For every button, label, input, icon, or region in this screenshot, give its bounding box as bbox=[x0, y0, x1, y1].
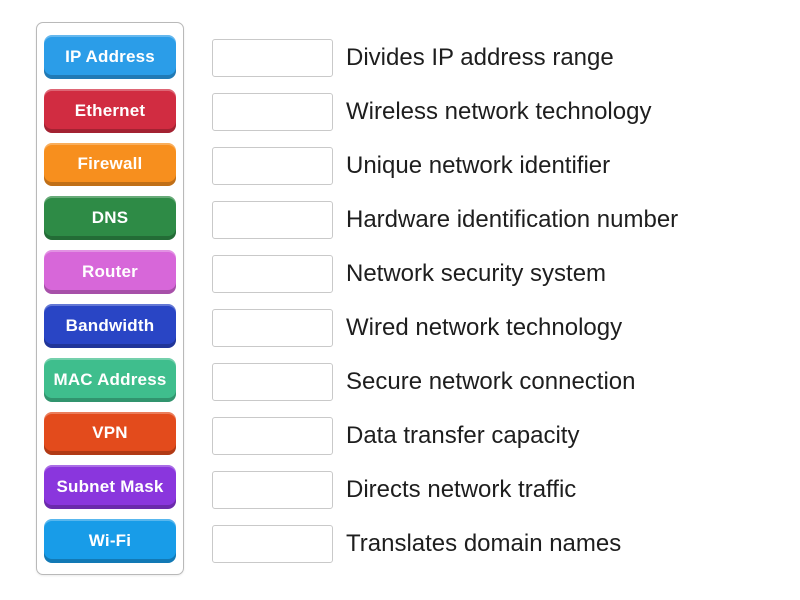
term-tile-wifi[interactable]: Wi-Fi bbox=[44, 519, 176, 563]
terms-panel: IP Address Ethernet Firewall DNS Router … bbox=[36, 22, 184, 575]
definition-text: Secure network connection bbox=[346, 368, 636, 395]
term-tile-mac-address[interactable]: MAC Address bbox=[44, 357, 176, 402]
term-tile-ethernet[interactable]: Ethernet bbox=[44, 88, 176, 133]
match-row: Wired network technology bbox=[212, 309, 678, 347]
match-row: Translates domain names bbox=[212, 525, 678, 563]
term-tile-dns[interactable]: DNS bbox=[44, 196, 176, 241]
definitions-list: Divides IP address range Wireless networ… bbox=[212, 39, 678, 563]
drop-zone-6[interactable] bbox=[212, 309, 333, 347]
term-tile-firewall[interactable]: Firewall bbox=[44, 142, 176, 187]
definition-text: Directs network traffic bbox=[346, 476, 577, 503]
match-row: Data transfer capacity bbox=[212, 417, 678, 455]
definition-text: Divides IP address range bbox=[346, 44, 614, 71]
match-row: Wireless network technology bbox=[212, 93, 678, 131]
drop-zone-8[interactable] bbox=[212, 417, 333, 455]
drop-zone-5[interactable] bbox=[212, 255, 333, 293]
term-tile-bandwidth[interactable]: Bandwidth bbox=[44, 303, 176, 348]
drop-zone-3[interactable] bbox=[212, 147, 333, 185]
definition-text: Unique network identifier bbox=[346, 152, 611, 179]
drop-zone-2[interactable] bbox=[212, 93, 333, 131]
term-tile-subnet-mask[interactable]: Subnet Mask bbox=[44, 465, 176, 510]
match-row: Directs network traffic bbox=[212, 471, 678, 509]
drop-zone-1[interactable] bbox=[212, 39, 333, 77]
match-row: Secure network connection bbox=[212, 363, 678, 401]
term-tile-router[interactable]: Router bbox=[44, 250, 176, 294]
term-tile-ip-address[interactable]: IP Address bbox=[44, 35, 176, 79]
definition-text: Data transfer capacity bbox=[346, 422, 580, 449]
drop-zone-10[interactable] bbox=[212, 525, 333, 563]
definition-text: Wireless network technology bbox=[346, 98, 652, 125]
definition-text: Wired network technology bbox=[346, 314, 623, 341]
definition-text: Network security system bbox=[346, 260, 607, 287]
definition-text: Translates domain names bbox=[346, 530, 622, 557]
match-row: Unique network identifier bbox=[212, 147, 678, 185]
match-row: Divides IP address range bbox=[212, 39, 678, 77]
match-row: Hardware identification number bbox=[212, 201, 678, 239]
drop-zone-7[interactable] bbox=[212, 363, 333, 401]
definition-text: Hardware identification number bbox=[346, 206, 679, 233]
drop-zone-4[interactable] bbox=[212, 201, 333, 239]
match-row: Network security system bbox=[212, 255, 678, 293]
term-tile-vpn[interactable]: VPN bbox=[44, 411, 176, 456]
drop-zone-9[interactable] bbox=[212, 471, 333, 509]
